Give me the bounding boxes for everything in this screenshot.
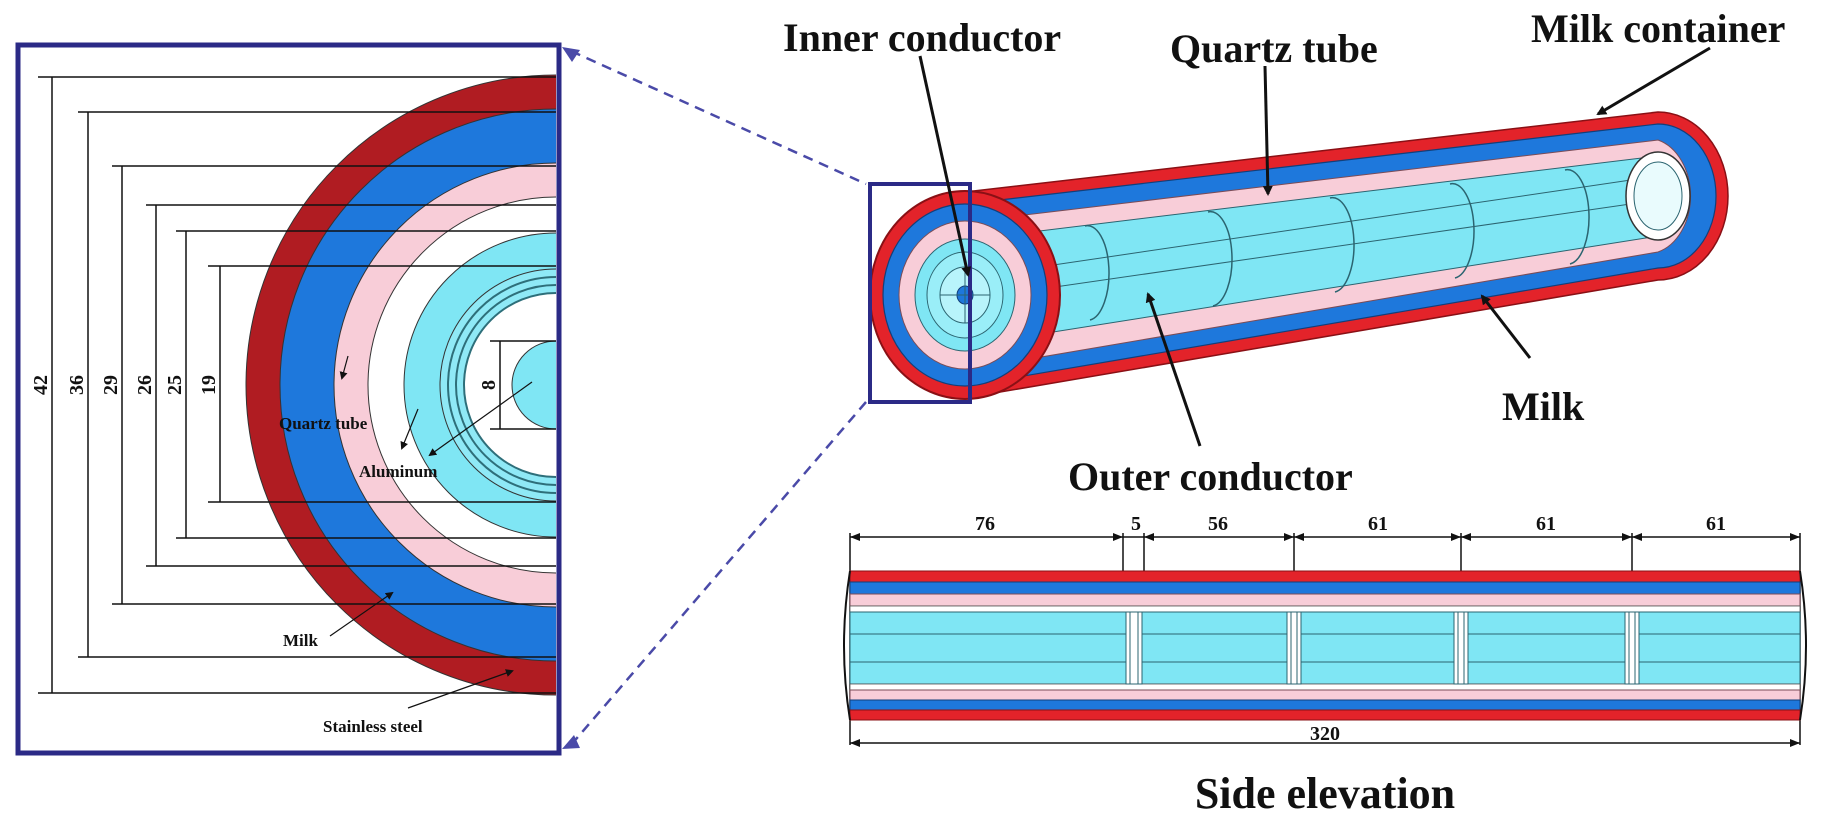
- zoom-arrowhead-bottom: [562, 735, 580, 749]
- aluminum-band-1: [447, 276, 556, 494]
- label-milk-container: Milk container: [1531, 6, 1785, 51]
- side-end-left: [843, 570, 851, 721]
- label-quartz-tube: Quartz tube: [279, 414, 368, 433]
- zoom-highlight-frame: [868, 182, 972, 404]
- side-steel-bottom: [849, 709, 1801, 721]
- side-end-right: [1799, 570, 1807, 721]
- side-steel-top: [849, 570, 1801, 583]
- side-gap-bottom: [849, 683, 1801, 691]
- zoom-arrowhead-top: [562, 47, 580, 62]
- dim-25: 25: [164, 375, 186, 395]
- side-elevation-title: Side elevation: [1195, 769, 1455, 818]
- label-milk-3d: Milk: [1502, 384, 1585, 429]
- label-quartz-tube-3d: Quartz tube: [1170, 26, 1378, 71]
- label-outer-conductor: Outer conductor: [1068, 454, 1353, 499]
- side-elevation: 76 5 56 61 61 61 320: [843, 513, 1807, 818]
- zoom-connectors: [570, 49, 867, 746]
- side-gap-top: [849, 605, 1801, 613]
- label-inner-conductor: Inner conductor: [783, 15, 1061, 60]
- aluminum-band-2: [455, 284, 556, 486]
- segment-rings: [1084, 168, 1590, 321]
- dim-8: 8: [478, 380, 500, 390]
- side-dim-61-b: 61: [1536, 513, 1556, 535]
- near-end-face: [869, 190, 1061, 400]
- cylinder-leaders: [918, 46, 1711, 447]
- side-dim-320: 320: [1310, 723, 1340, 745]
- inner-conductor: [511, 340, 556, 430]
- side-dim-5: 5: [1131, 513, 1141, 535]
- cylinder-3d: [868, 111, 1729, 404]
- side-conductor: [849, 611, 1801, 685]
- dim-42: 42: [30, 375, 52, 395]
- dim-29: 29: [100, 375, 122, 395]
- side-dim-61-c: 61: [1706, 513, 1726, 535]
- side-dim-56: 56: [1208, 513, 1228, 535]
- detail-leaders: [329, 355, 533, 709]
- aluminum-band-3: [463, 292, 556, 478]
- side-container-top: [849, 581, 1801, 595]
- cross-section-detail: 42 36 29 26 25 19 8 Quartz tube Aluminum…: [15, 42, 562, 756]
- dim-19: 19: [198, 375, 220, 395]
- dimension-lines: [51, 77, 501, 693]
- dim-36: 36: [66, 375, 88, 395]
- label-stainless-steel: Stainless steel: [323, 717, 423, 736]
- side-dim-61-a: 61: [1368, 513, 1388, 535]
- side-quartz-bottom: [849, 689, 1801, 701]
- side-container-bottom: [849, 699, 1801, 711]
- label-milk: Milk: [283, 631, 318, 650]
- side-quartz-top: [849, 593, 1801, 607]
- side-dim-76: 76: [975, 513, 995, 535]
- dimension-extension-lines: [38, 76, 556, 694]
- label-aluminum: Aluminum: [359, 462, 437, 481]
- dim-26: 26: [134, 375, 156, 395]
